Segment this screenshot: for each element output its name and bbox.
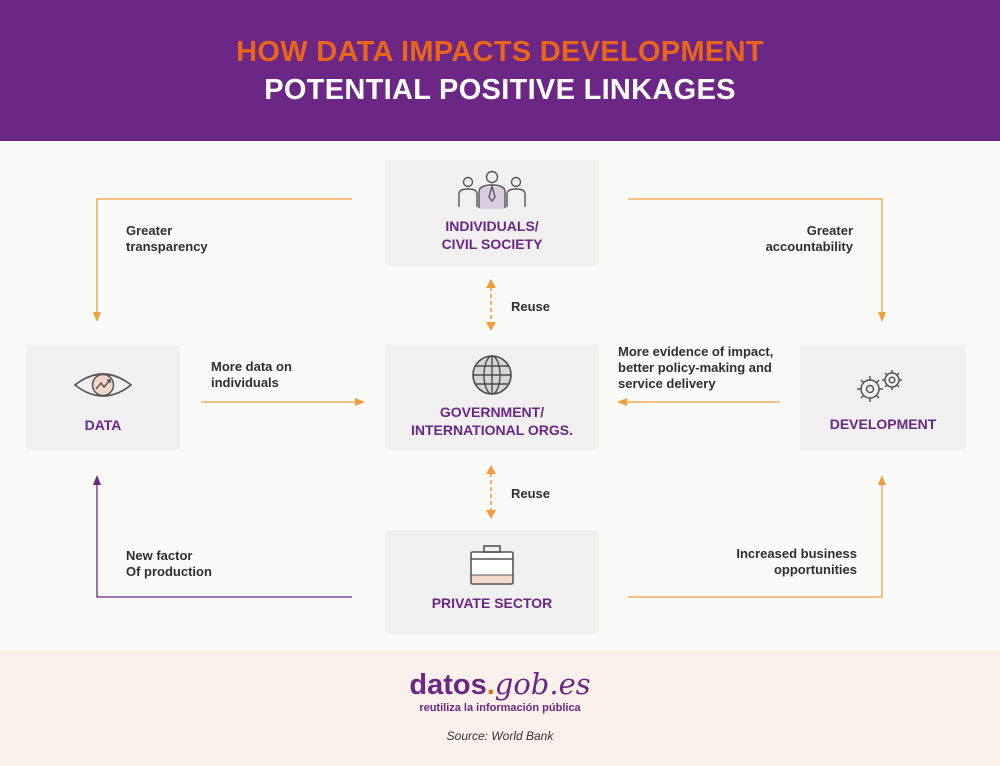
label-reuse-top: Reuse [511,299,551,314]
people-group-icon [458,170,526,209]
node-label: GOVERNMENT/ INTERNATIONAL ORGS. [410,404,574,438]
node-government: GOVERNMENT/ INTERNATIONAL ORGS. [385,345,599,450]
eye-chart-icon [73,373,133,397]
link-transparency [93,198,352,322]
link-factor [93,475,352,598]
page-subtitle: POTENTIAL POSITIVE LINKAGES [264,74,736,106]
node-label: DATA [84,417,122,433]
page-title: HOW DATA IMPACTS DEVELOPMENT [236,36,764,68]
label-business: Increased business opportunities [736,546,857,577]
label-transparency: Greater transparency [126,223,208,254]
link-accountability [628,198,886,322]
brand-logo: datos.gob.es [409,667,591,701]
label-factor: New factor Of production [126,548,212,579]
brand-tagline: reutiliza la información pública [419,702,581,714]
node-development: DEVELOPMENT [800,345,966,450]
header-banner: HOW DATA IMPACTS DEVELOPMENT POTENTIAL P… [0,0,1000,141]
gears-icon [857,370,902,402]
node-individuals: INDIVIDUALS/ CIVIL SOCIETY [385,160,599,266]
node-label: DEVELOPMENT [829,416,937,432]
label-accountability: Greater accountability [765,223,853,254]
node-private-sector: PRIVATE SECTOR [385,530,599,634]
label-reuse-bottom: Reuse [511,486,551,501]
label-more-data: More data on individuals [211,359,292,390]
node-data: DATA [26,345,180,450]
briefcase-icon [470,545,514,585]
globe-icon [472,355,512,395]
link-business [628,475,886,598]
node-label: PRIVATE SECTOR [431,595,553,611]
source-note: Source: World Bank [446,729,554,743]
label-evidence: More evidence of impact, better policy-m… [618,344,774,391]
footer: datos.gob.es reutiliza la información pú… [0,651,1000,766]
node-label: INDIVIDUALS/ CIVIL SOCIETY [441,218,543,252]
